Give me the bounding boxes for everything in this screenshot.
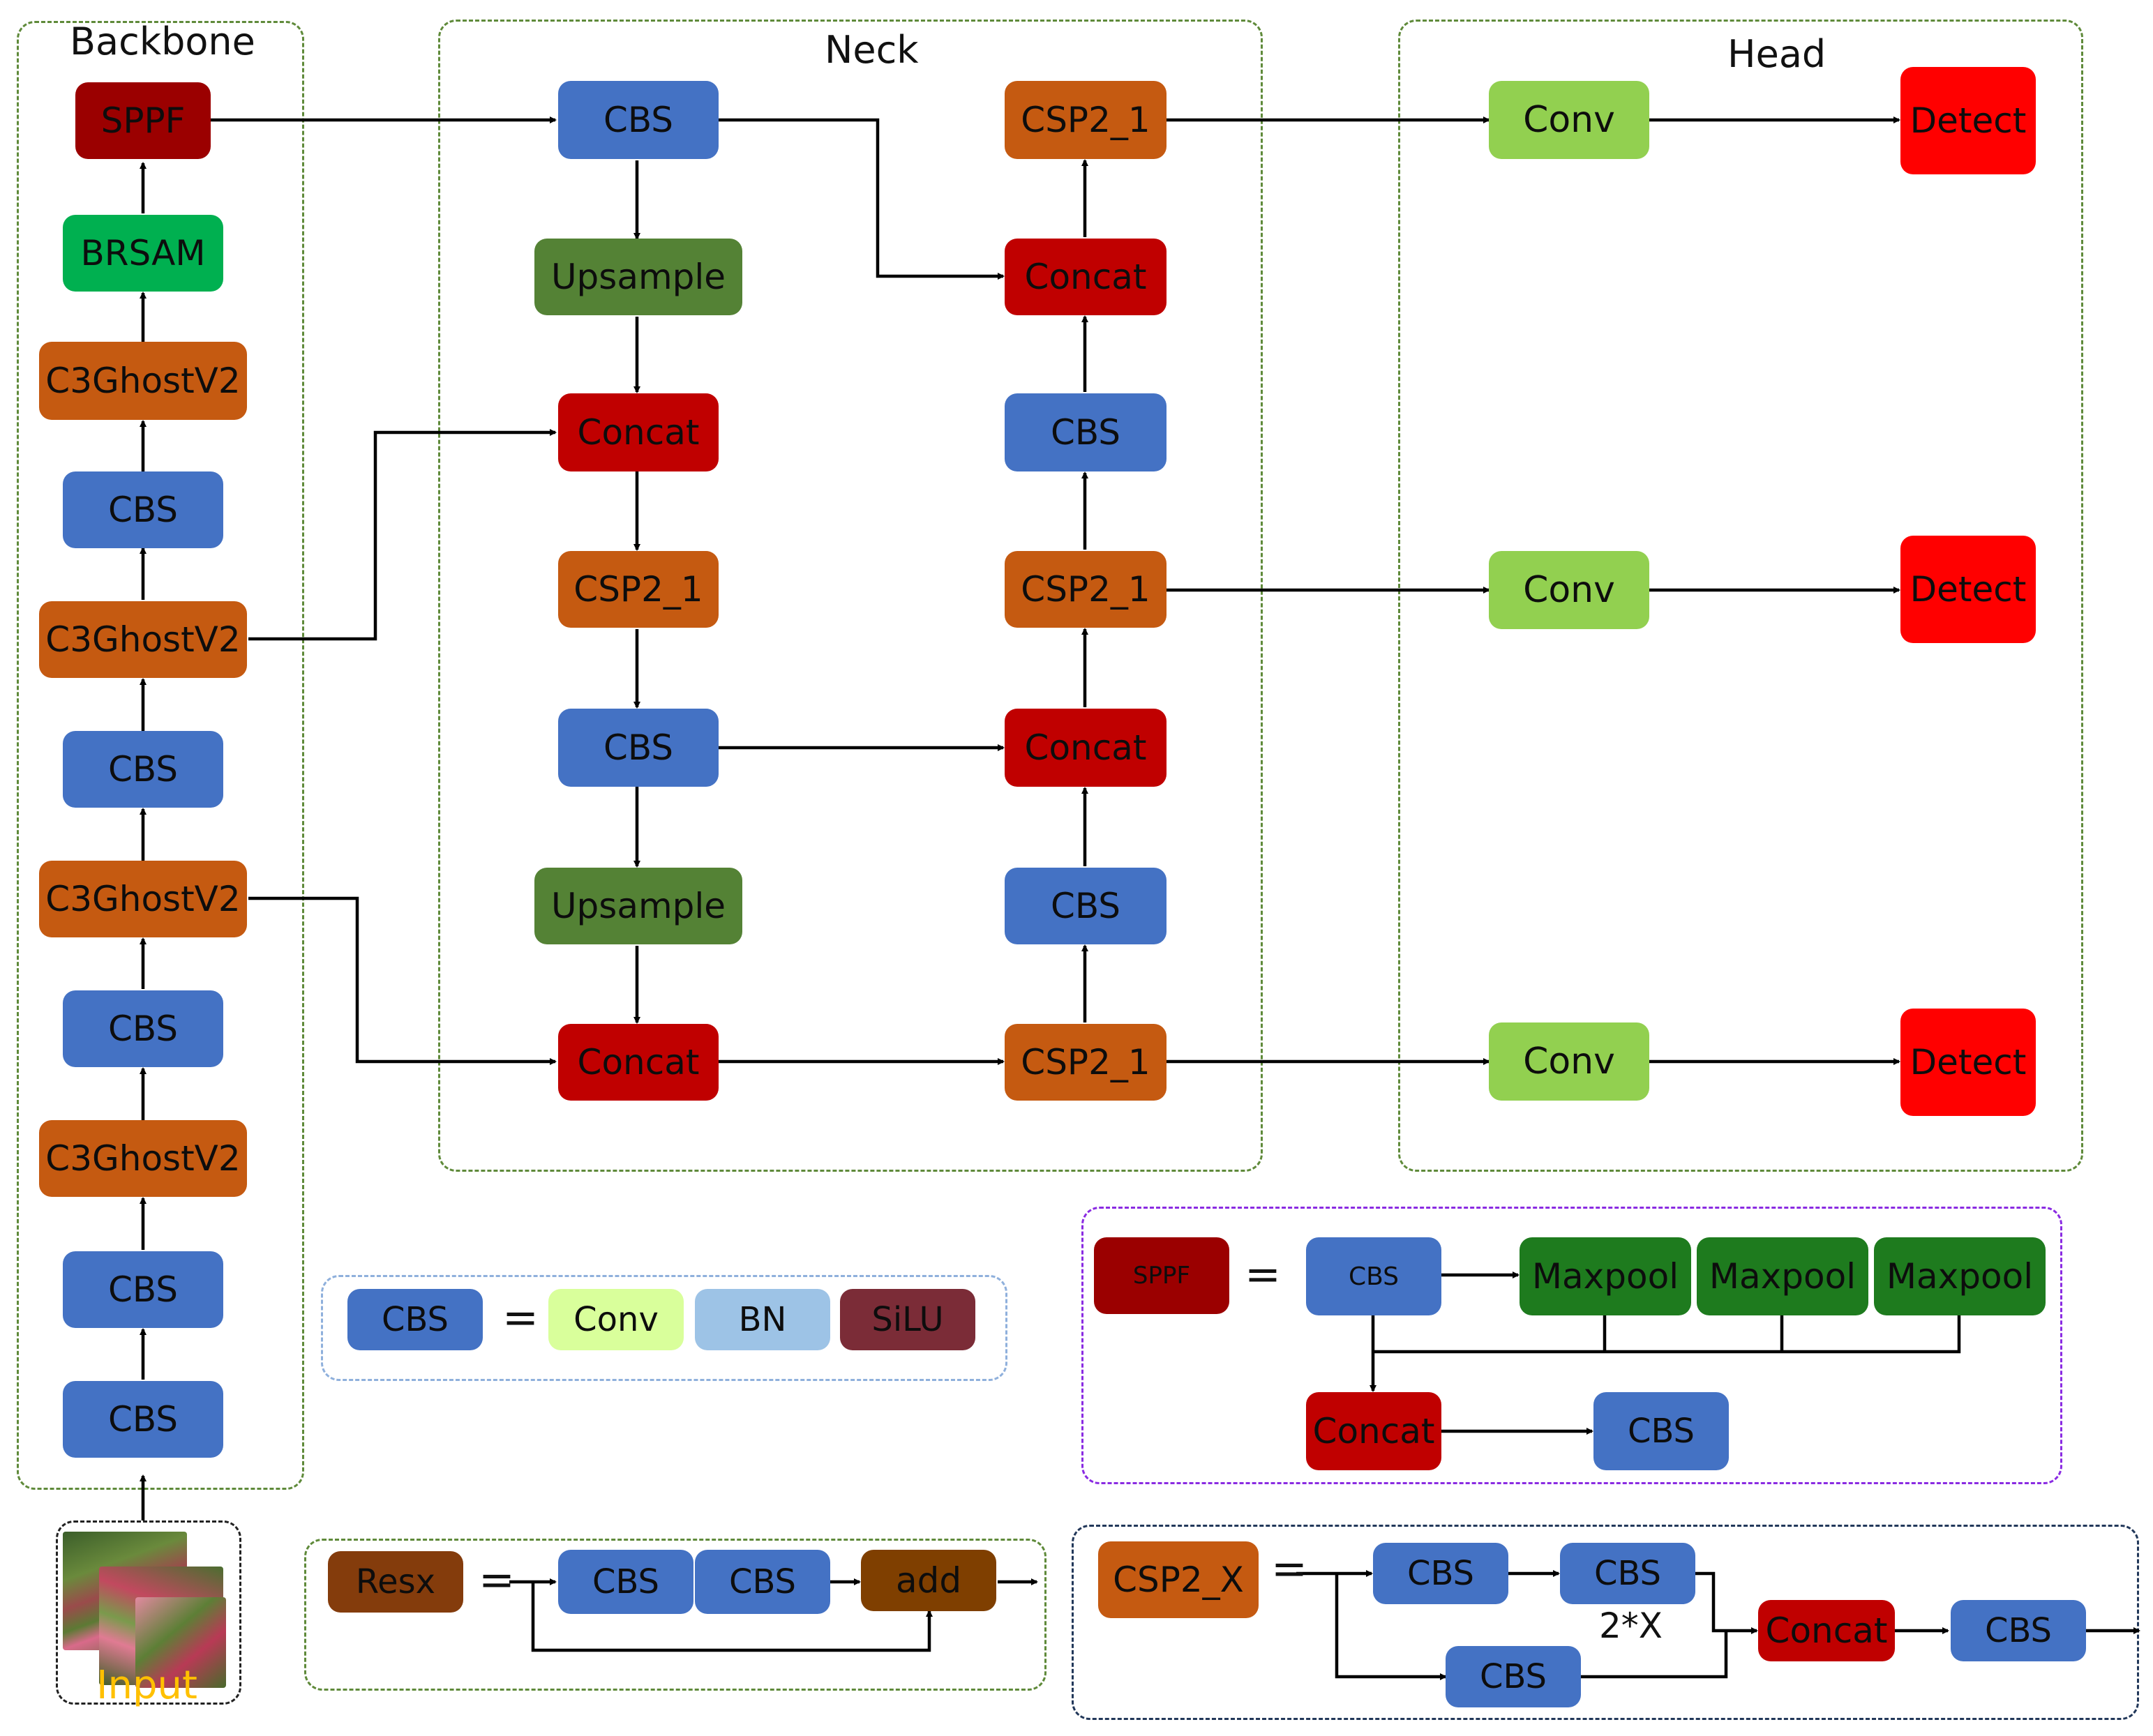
neck-concat-block: Concat <box>558 1024 719 1101</box>
head-conv-block: Conv <box>1489 81 1649 159</box>
neck-concat-block: Concat <box>1005 709 1166 787</box>
neck-csp2-1-block: CSP2_1 <box>1005 81 1166 159</box>
legend-csp-equals: = <box>1271 1543 1307 1594</box>
backbone-c3ghostv2-block: C3GhostV2 <box>39 861 247 937</box>
legend-csp-cbs-block: CBS <box>1446 1646 1581 1707</box>
csp-legend-frame <box>1072 1525 2139 1720</box>
backbone-c3ghostv2-block: C3GhostV2 <box>39 601 247 678</box>
head-frame <box>1398 20 2083 1172</box>
legend-resx-equals: = <box>479 1554 515 1605</box>
neck-upsample-block: Upsample <box>534 239 742 315</box>
neck-csp2-1-block: CSP2_1 <box>1005 551 1166 628</box>
head-conv-block: Conv <box>1489 1022 1649 1101</box>
backbone-frame <box>17 21 304 1490</box>
legend-resx-cbs-block: CBS <box>558 1550 693 1614</box>
legend-maxpool-block: Maxpool <box>1874 1237 2046 1315</box>
legend-sppf-block: SPPF <box>1094 1237 1229 1314</box>
legend-sppf-cbs-block: CBS <box>1593 1392 1729 1470</box>
neck-csp2-1-block: CSP2_1 <box>1005 1024 1166 1101</box>
backbone-brsam-block: BRSAM <box>63 215 223 292</box>
backbone-c3ghostv2-block: C3GhostV2 <box>39 342 247 420</box>
backbone-sppf-block: SPPF <box>75 82 211 159</box>
input-label: Input <box>96 1663 198 1708</box>
legend-resx-cbs-block: CBS <box>695 1550 830 1614</box>
neck-concat-block: Concat <box>1005 239 1166 315</box>
neck-title: Neck <box>825 28 919 72</box>
backbone-c3ghostv2-block: C3GhostV2 <box>39 1120 247 1197</box>
neck-cbs-block: CBS <box>1005 393 1166 471</box>
legend-sppf-equals: = <box>1245 1248 1281 1299</box>
legend-cbs-equals: = <box>502 1292 539 1343</box>
head-detect-block: Detect <box>1900 67 2036 174</box>
neck-upsample-block: Upsample <box>534 868 742 944</box>
legend-sppf-concat-block: Concat <box>1306 1392 1441 1470</box>
legend-maxpool-block: Maxpool <box>1697 1237 1868 1315</box>
neck-csp2-1-block: CSP2_1 <box>558 551 719 628</box>
backbone-cbs-block: CBS <box>63 1381 223 1458</box>
backbone-cbs-block: CBS <box>63 1251 223 1328</box>
backbone-cbs-block: CBS <box>63 731 223 808</box>
neck-cbs-block: CBS <box>558 709 719 787</box>
legend-resx-block: Resx <box>328 1551 463 1613</box>
head-detect-block: Detect <box>1900 536 2036 643</box>
resx-legend-frame <box>304 1539 1047 1691</box>
legend-csp-block: CSP2_X <box>1098 1541 1259 1618</box>
legend-csp-cbs-block: CBS <box>1373 1543 1508 1604</box>
input-frame <box>56 1520 241 1705</box>
head-title: Head <box>1727 32 1826 76</box>
neck-frame <box>438 20 1263 1172</box>
legend-cbs-block: CBS <box>347 1289 483 1350</box>
legend-maxpool-block: Maxpool <box>1520 1237 1691 1315</box>
legend-bn-block: BN <box>695 1289 830 1350</box>
input-image-layer <box>135 1597 226 1688</box>
head-conv-block: Conv <box>1489 551 1649 629</box>
legend-csp-repeat-label: 2*X <box>1599 1606 1663 1646</box>
legend-csp-concat-block: Concat <box>1758 1600 1895 1661</box>
legend-silu-block: SiLU <box>840 1289 975 1350</box>
legend-csp-cbs-block: CBS <box>1560 1543 1695 1604</box>
neck-cbs-block: CBS <box>1005 868 1166 944</box>
cbs-legend-frame <box>321 1275 1007 1381</box>
backbone-cbs-block: CBS <box>63 471 223 548</box>
neck-cbs-block: CBS <box>558 81 719 159</box>
backbone-title: Backbone <box>70 20 255 63</box>
neck-concat-block: Concat <box>558 393 719 471</box>
legend-conv-block: Conv <box>548 1289 684 1350</box>
sppf-legend-frame <box>1081 1207 2062 1484</box>
legend-add-block: add <box>861 1550 996 1611</box>
backbone-cbs-block: CBS <box>63 990 223 1067</box>
legend-sppf-cbs-block: CBS <box>1306 1237 1441 1315</box>
legend-csp-cbs-block: CBS <box>1951 1600 2086 1661</box>
head-detect-block: Detect <box>1900 1009 2036 1116</box>
